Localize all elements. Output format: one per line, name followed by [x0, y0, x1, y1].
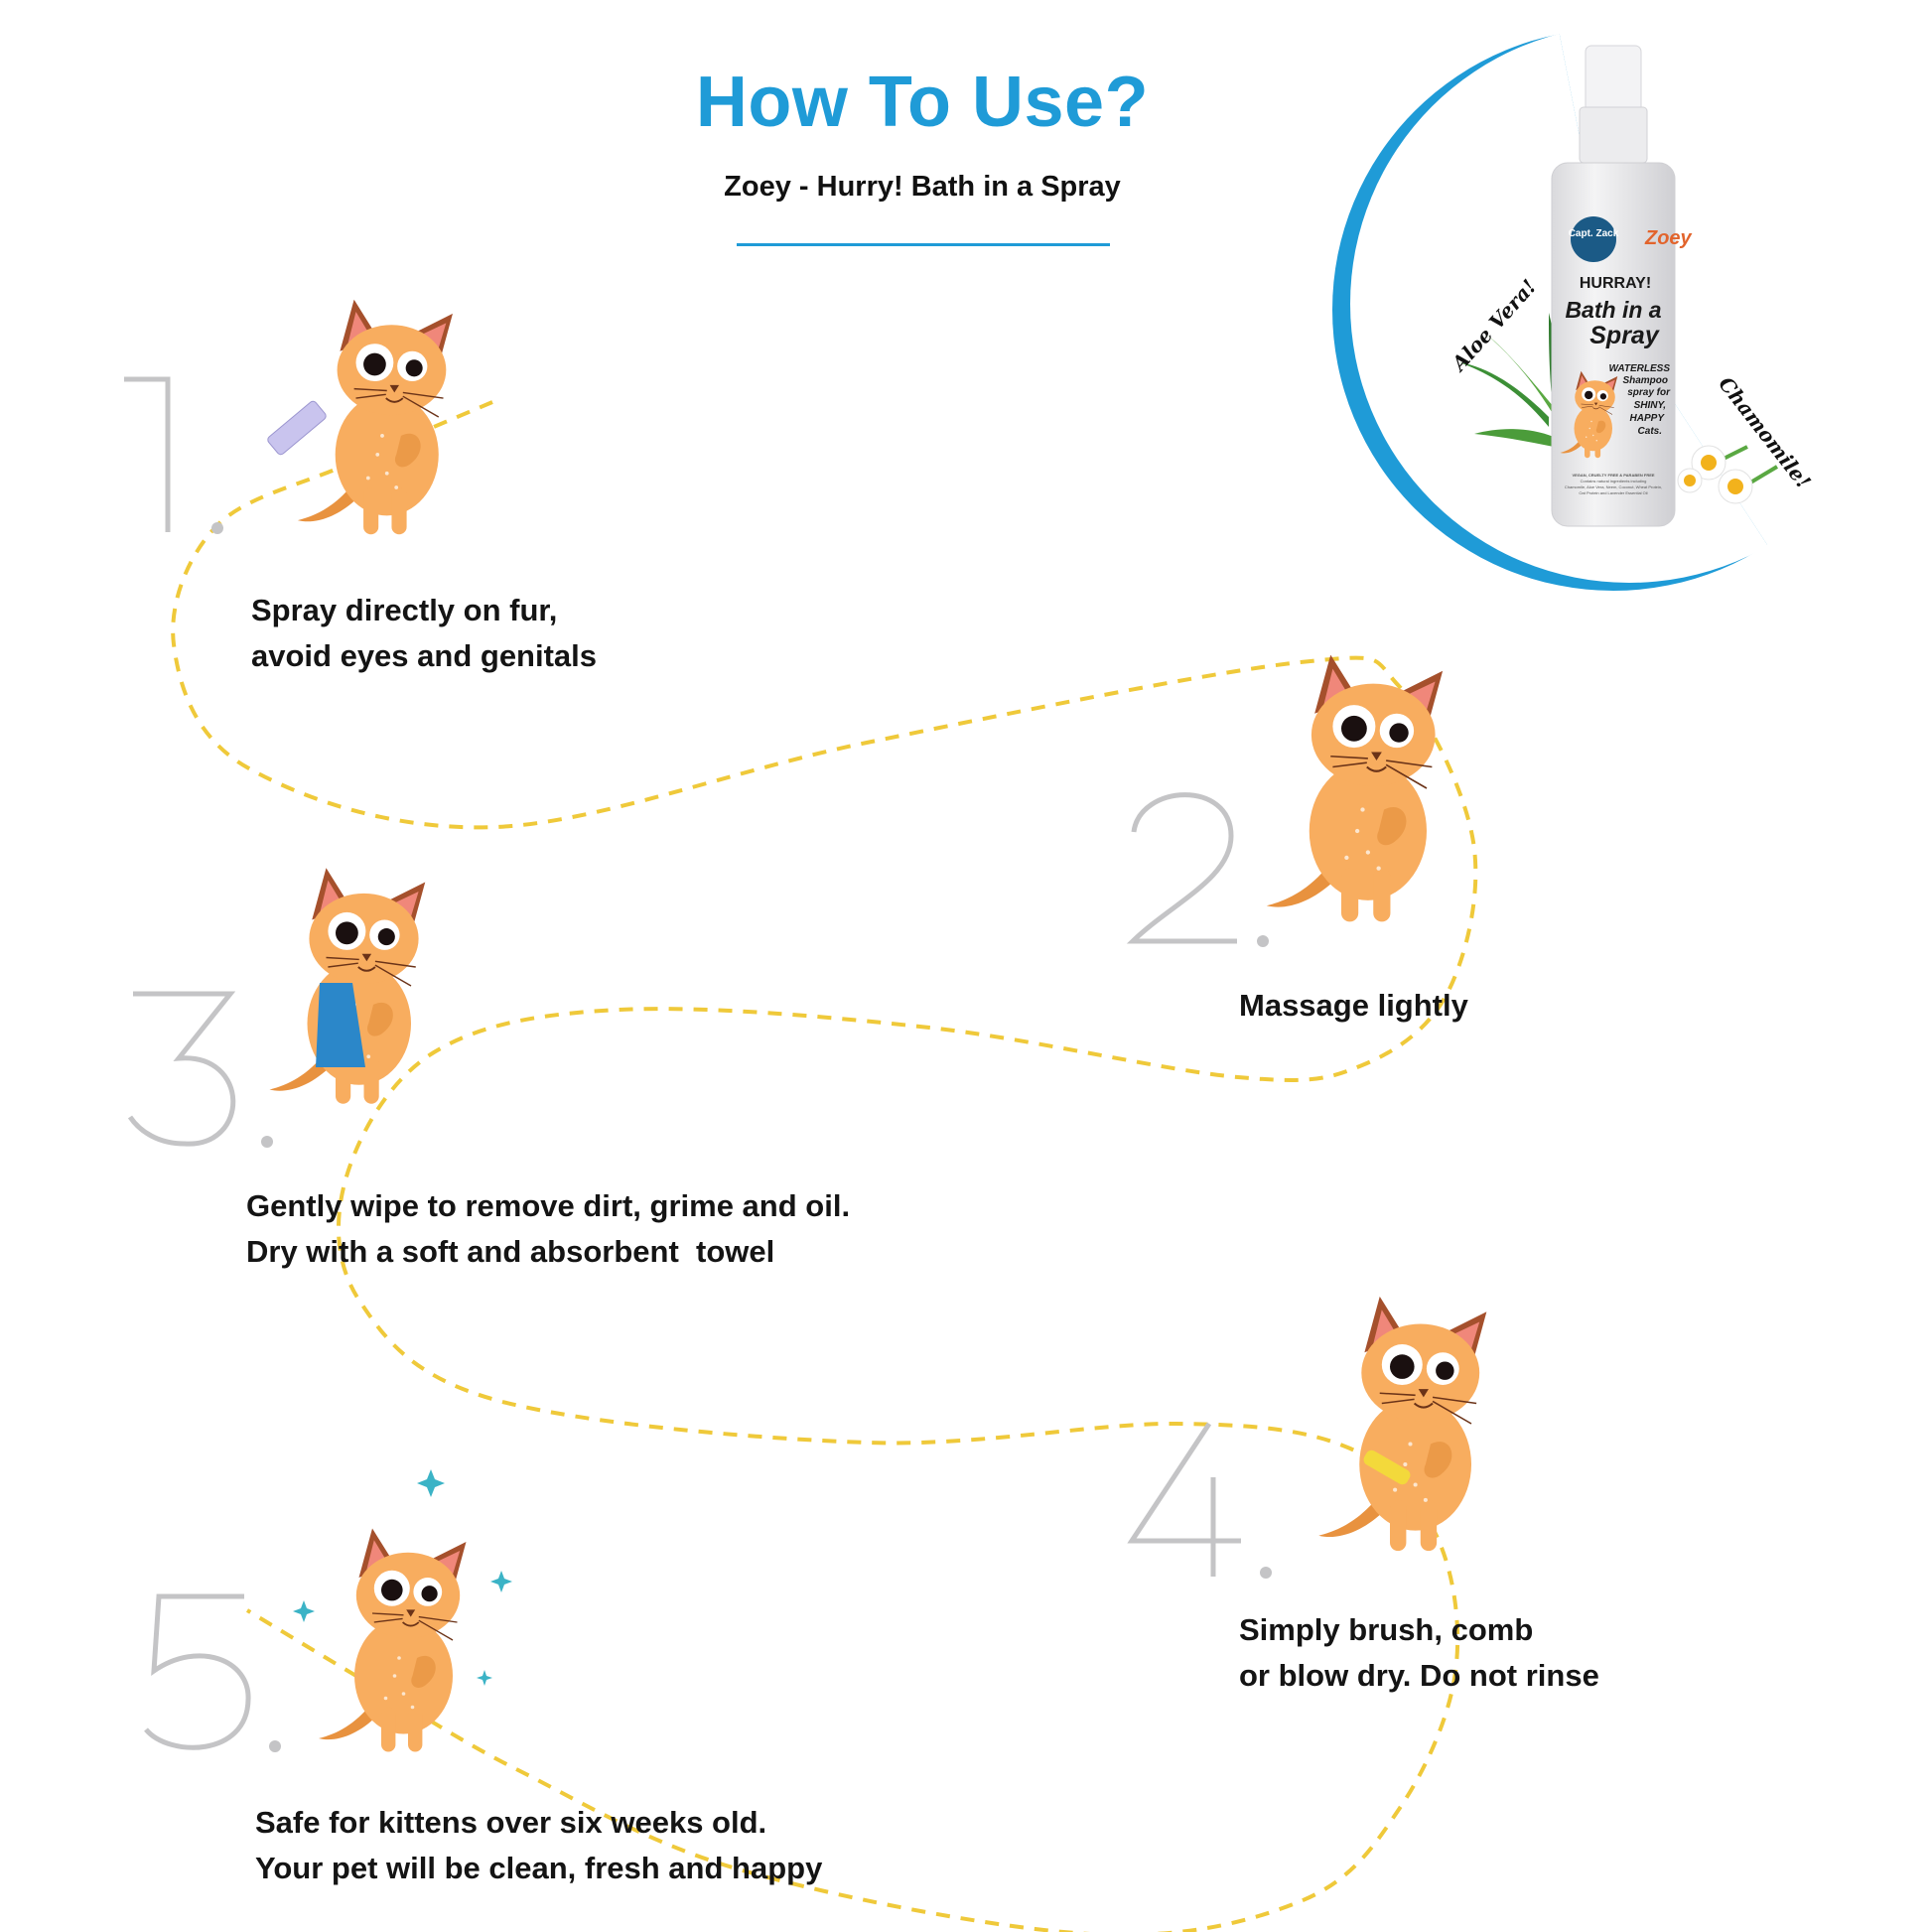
page-subtitle: Zoey - Hurry! Bath in a Spray	[724, 171, 1121, 203]
step-2-line-1: Massage lightly	[1239, 988, 1468, 1023]
step-dot-4	[1260, 1567, 1272, 1579]
svg-text:spray for: spray for	[1627, 387, 1671, 398]
dashed-route-line	[171, 400, 1478, 1932]
step-2-text: Massage lightly	[1239, 983, 1468, 1029]
step-number-5	[144, 1593, 251, 1750]
cat-step-2	[1265, 653, 1445, 923]
towel-prop	[316, 983, 365, 1067]
chamomile-flowers	[1677, 445, 1779, 504]
svg-text:Shampoo: Shampoo	[1622, 375, 1668, 386]
capt-zack-logo	[1571, 216, 1616, 262]
cat-step-4	[1317, 1295, 1488, 1553]
product-bottle: Capt. Zack Zoey HURRAY! Bath in a Spray …	[1551, 45, 1693, 527]
svg-text:Contains natural ingredients i: Contains natural ingredients including	[1581, 479, 1647, 483]
svg-text:HAPPY: HAPPY	[1630, 413, 1666, 424]
svg-text:VEGAN, CRUELTY FREE & PARABEN: VEGAN, CRUELTY FREE & PARABEN FREE	[1572, 473, 1654, 478]
step-1-text: Spray directly on fur, avoid eyes and ge…	[251, 588, 597, 679]
step-number-2	[1126, 792, 1237, 944]
svg-text:HURRAY!: HURRAY!	[1580, 275, 1651, 292]
brush-prop	[1363, 1449, 1411, 1485]
step-dot-2	[1257, 935, 1269, 947]
svg-text:WATERLESS: WATERLESS	[1609, 363, 1671, 374]
step-number-3	[127, 991, 236, 1147]
spray-bottle-prop	[267, 400, 327, 456]
svg-text:SHINY,: SHINY,	[1634, 400, 1666, 411]
svg-text:Spray: Spray	[1589, 322, 1660, 349]
svg-text:Chamomile, Aloe Vera, Neem, Co: Chamomile, Aloe Vera, Neem, Coconut, Whe…	[1565, 484, 1662, 489]
title-divider	[737, 243, 1110, 246]
svg-text:Bath in a: Bath in a	[1565, 297, 1661, 323]
step-number-1	[124, 376, 171, 532]
step-5-line-2: Your pet will be clean, fresh and happy	[255, 1851, 823, 1885]
step-dot-5	[269, 1740, 281, 1752]
step-4-line-2: or blow dry. Do not rinse	[1239, 1658, 1599, 1693]
step-number-4	[1127, 1422, 1241, 1577]
step-1-line-2: avoid eyes and genitals	[251, 638, 598, 673]
cat-step-1	[267, 298, 455, 536]
step-3-line-1: Gently wipe to remove dirt, grime and oi…	[246, 1188, 851, 1223]
step-dot-1	[211, 522, 223, 534]
step-5-text: Safe for kittens over six weeks old. You…	[255, 1800, 822, 1891]
step-5-line-1: Safe for kittens over six weeks old.	[255, 1805, 767, 1840]
page-title: How To Use?	[695, 63, 1150, 142]
step-3-line-2: Dry with a soft and absorbent towel	[246, 1234, 775, 1269]
svg-text:Capt. Zack: Capt. Zack	[1569, 228, 1619, 239]
step-1-line-1: Spray directly on fur,	[251, 593, 558, 627]
svg-text:Oat Protein and Lavender Essen: Oat Protein and Lavender Essential Oil	[1579, 490, 1647, 495]
sparkle-icons	[293, 1469, 512, 1686]
svg-text:Cats.: Cats.	[1638, 426, 1662, 437]
step-3-text: Gently wipe to remove dirt, grime and oi…	[246, 1183, 850, 1275]
step-4-line-1: Simply brush, comb	[1239, 1612, 1534, 1647]
step-dot-3	[261, 1136, 273, 1148]
svg-text:Zoey: Zoey	[1644, 227, 1693, 249]
cat-step-5	[293, 1469, 512, 1753]
cat-step-3	[268, 867, 427, 1105]
step-4-text: Simply brush, comb or blow dry. Do not r…	[1239, 1607, 1599, 1699]
